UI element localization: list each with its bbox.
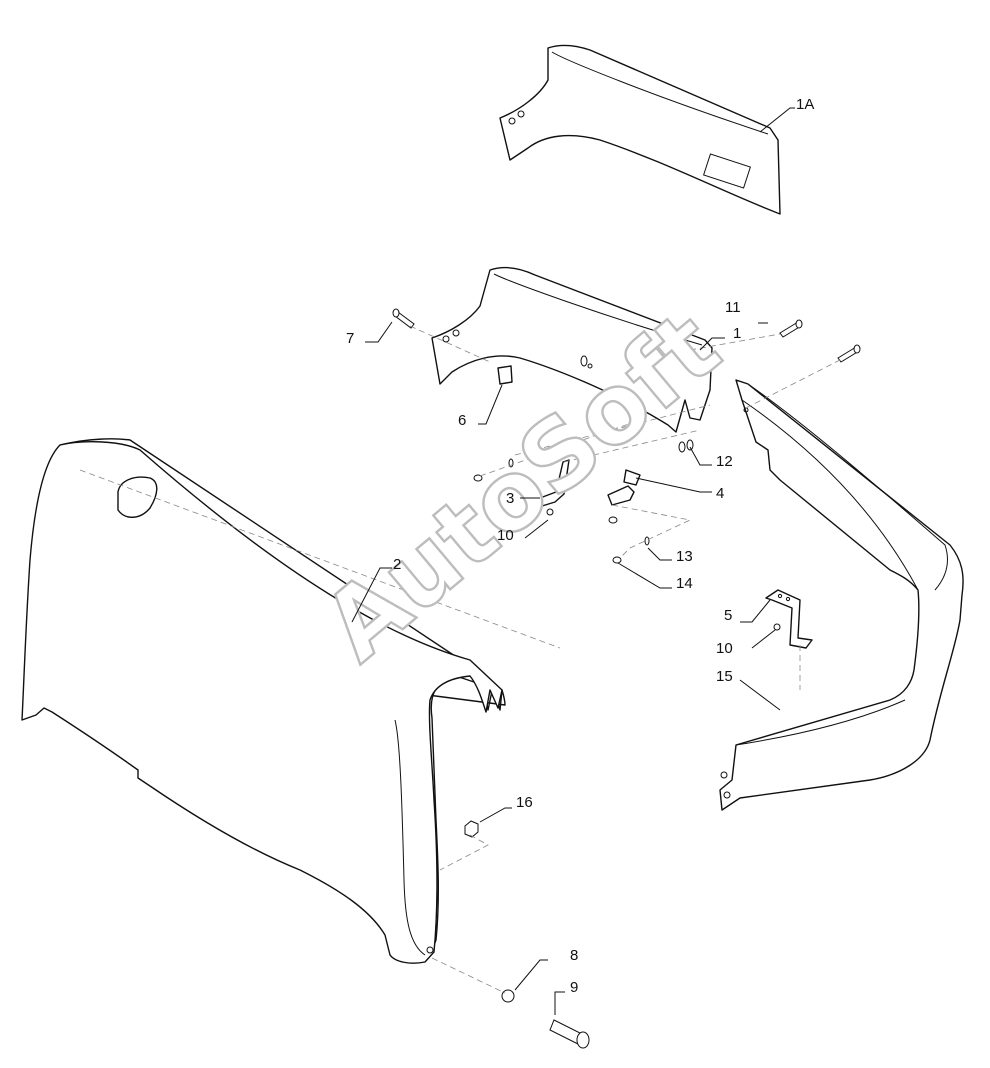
callout-1A: 1A xyxy=(796,96,814,113)
washer-13 xyxy=(644,536,650,546)
callout-2: 2 xyxy=(393,556,401,573)
nut-10-lower xyxy=(773,623,781,631)
washer-12 xyxy=(686,439,694,451)
bolt-11-upper xyxy=(779,319,803,338)
nut-14 xyxy=(612,556,622,564)
nut xyxy=(473,474,483,482)
part-1A-panel xyxy=(499,44,781,215)
callout-1: 1 xyxy=(733,325,741,342)
bolt-7 xyxy=(392,308,415,329)
nut-10 xyxy=(546,508,554,516)
callout-14: 14 xyxy=(676,575,693,592)
washer-8 xyxy=(501,989,515,1003)
callout-10-upper: 10 xyxy=(497,527,514,544)
callout-3: 3 xyxy=(506,490,514,507)
part-1-panel xyxy=(431,266,713,433)
bolt-9 xyxy=(549,1019,590,1049)
callout-9: 9 xyxy=(570,979,578,996)
part-6-clip xyxy=(497,365,513,385)
callout-6: 6 xyxy=(458,412,466,429)
callouts: 1A 7 1 11 6 12 3 4 10 13 14 2 5 10 15 16… xyxy=(346,96,814,996)
nut-16 xyxy=(464,820,479,838)
callout-15: 15 xyxy=(716,668,733,685)
callout-8: 8 xyxy=(570,947,578,964)
callout-4: 4 xyxy=(716,485,724,502)
part-3-bracket xyxy=(539,459,570,507)
callout-12: 12 xyxy=(716,453,733,470)
bracket-hole xyxy=(777,593,783,599)
callout-16: 16 xyxy=(516,794,533,811)
part-4-bracket xyxy=(607,485,635,506)
part-2-cover xyxy=(21,438,506,964)
callout-13: 13 xyxy=(676,548,693,565)
part-4-tab xyxy=(623,469,641,486)
bolt-11-lower xyxy=(837,344,861,363)
leader-lines xyxy=(351,107,795,1015)
part-15-bumper xyxy=(719,379,964,811)
callout-5: 5 xyxy=(724,607,732,624)
alignment-lines xyxy=(79,325,841,994)
callout-11: 11 xyxy=(725,299,741,316)
nut xyxy=(608,516,618,524)
callout-7: 7 xyxy=(346,330,354,347)
callout-10-lower: 10 xyxy=(716,640,733,657)
bracket-hole xyxy=(785,596,791,602)
part-5-bracket xyxy=(765,589,813,649)
washer-12b xyxy=(678,441,686,453)
